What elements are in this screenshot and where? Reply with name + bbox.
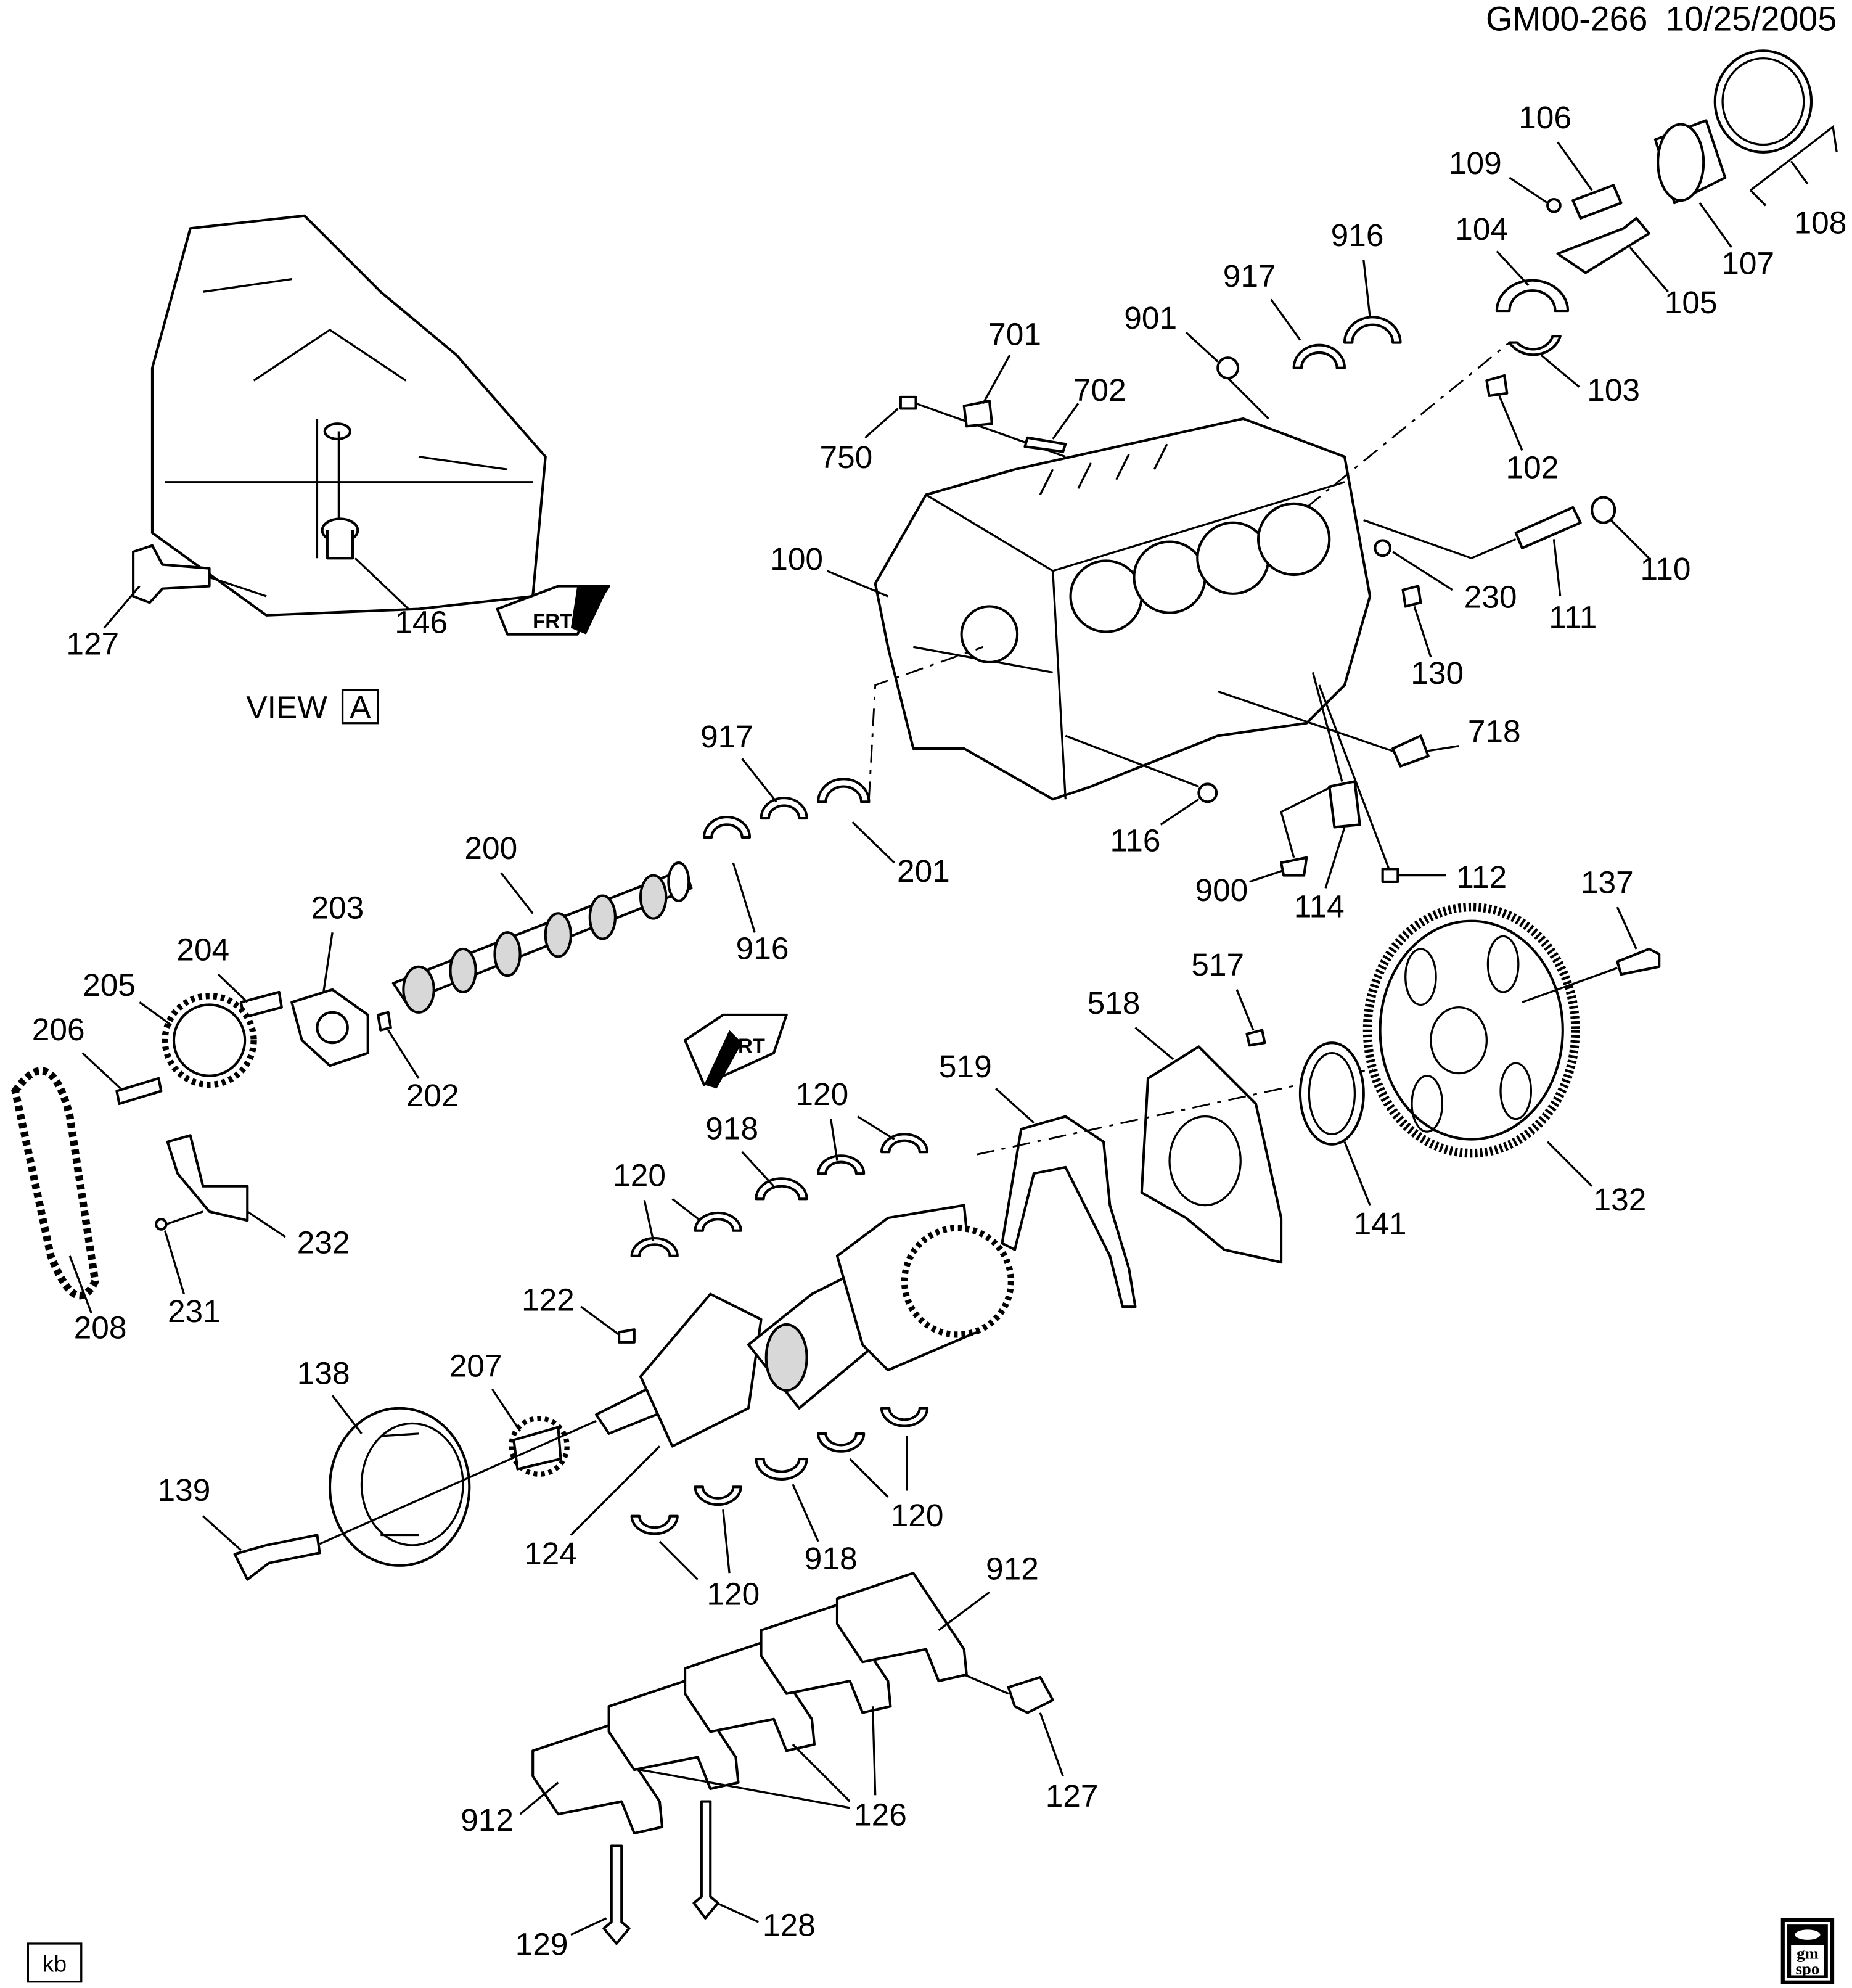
callout-128: 128	[763, 1907, 816, 1943]
callout-126: 126	[854, 1797, 907, 1833]
callout-114: 114	[1294, 889, 1345, 924]
callout-141: 141	[1354, 1206, 1407, 1241]
callout-916: 916	[1331, 217, 1384, 253]
callout-701: 701	[988, 316, 1041, 352]
callout-106: 106	[1518, 99, 1571, 135]
svg-text:FRT: FRT	[726, 1035, 765, 1058]
callout-231: 231	[168, 1293, 221, 1329]
main-bearing-caps	[531, 1572, 968, 1835]
front-arrow-icon: FRT	[496, 585, 610, 636]
callout-100: 100	[770, 541, 823, 577]
callout-750: 750	[819, 439, 872, 475]
callout-518: 518	[1088, 985, 1141, 1021]
callout-116: 116	[1110, 823, 1160, 858]
front-arrow-icon-2: FRT	[684, 1013, 788, 1089]
callout-103: 103	[1587, 372, 1640, 408]
callout-122: 122	[522, 1281, 575, 1317]
callout-206: 206	[32, 1011, 85, 1047]
callout-702: 702	[1073, 372, 1126, 408]
callout-139: 139	[158, 1472, 211, 1508]
callout-201: 201	[897, 853, 950, 889]
callout-912-a: 912	[986, 1551, 1039, 1587]
callout-917-lower: 917	[700, 718, 753, 754]
callout-912-b: 912	[461, 1802, 514, 1838]
svg-text:FRT: FRT	[533, 609, 572, 632]
camshaft	[391, 861, 693, 1014]
svg-text:spo: spo	[1796, 1959, 1820, 1978]
callout-105: 105	[1665, 284, 1718, 320]
callout-138: 138	[297, 1355, 350, 1391]
callout-108: 108	[1794, 205, 1847, 240]
callout-718: 718	[1468, 713, 1521, 749]
callout-916-lower: 916	[736, 930, 789, 966]
callout-120-a: 120	[613, 1157, 666, 1193]
main-bearings-lower	[630, 1407, 929, 1535]
callout-918-a: 918	[705, 1111, 758, 1146]
callout-203: 203	[311, 890, 364, 926]
callout-120-d: 120	[891, 1497, 944, 1533]
callout-109: 109	[1449, 145, 1502, 181]
callout-124: 124	[524, 1535, 577, 1571]
callout-901: 901	[1124, 300, 1177, 335]
callout-146: 146	[395, 604, 448, 640]
illustrator-tag: kb	[27, 1942, 83, 1983]
callout-104: 104	[1455, 211, 1508, 247]
callout-517: 517	[1191, 947, 1244, 982]
svg-text:VIEW: VIEW	[246, 689, 327, 725]
callout-130: 130	[1411, 655, 1464, 691]
callout-230: 230	[1464, 579, 1517, 615]
callout-208: 208	[74, 1310, 127, 1345]
svg-text:A: A	[350, 689, 371, 725]
callout-917: 917	[1223, 258, 1276, 294]
callout-127: 127	[66, 626, 119, 662]
callout-519: 519	[939, 1048, 992, 1084]
callout-112: 112	[1456, 859, 1507, 895]
callout-132: 132	[1594, 1181, 1647, 1217]
piston-assembly	[1485, 49, 1813, 397]
callout-204: 204	[176, 931, 229, 967]
gm-spo-logo: gm spo	[1780, 1918, 1835, 1984]
engine-block	[874, 417, 1372, 801]
callout-120-b: 120	[795, 1076, 848, 1112]
view-a-inset	[132, 214, 547, 617]
callout-129: 129	[515, 1926, 568, 1962]
callout-232: 232	[297, 1225, 350, 1260]
callout-111: 111	[1549, 599, 1597, 635]
callout-207: 207	[449, 1347, 502, 1383]
callout-137: 137	[1581, 864, 1634, 900]
callout-900: 900	[1195, 872, 1248, 908]
callout-120-c: 120	[707, 1576, 760, 1612]
svg-text:kb: kb	[43, 1950, 67, 1976]
callout-205: 205	[83, 967, 136, 1003]
callout-200: 200	[464, 830, 517, 866]
crankshaft	[595, 1204, 1014, 1448]
callout-102: 102	[1506, 450, 1559, 485]
callout-107: 107	[1721, 245, 1774, 281]
svg-text:gm: gm	[1797, 1944, 1819, 1963]
callout-918-b: 918	[805, 1540, 858, 1576]
callout-127-b: 127	[1046, 1778, 1099, 1813]
flywheel	[1362, 902, 1580, 1158]
callout-202: 202	[406, 1077, 459, 1113]
view-a-label: VIEW A	[246, 689, 379, 725]
